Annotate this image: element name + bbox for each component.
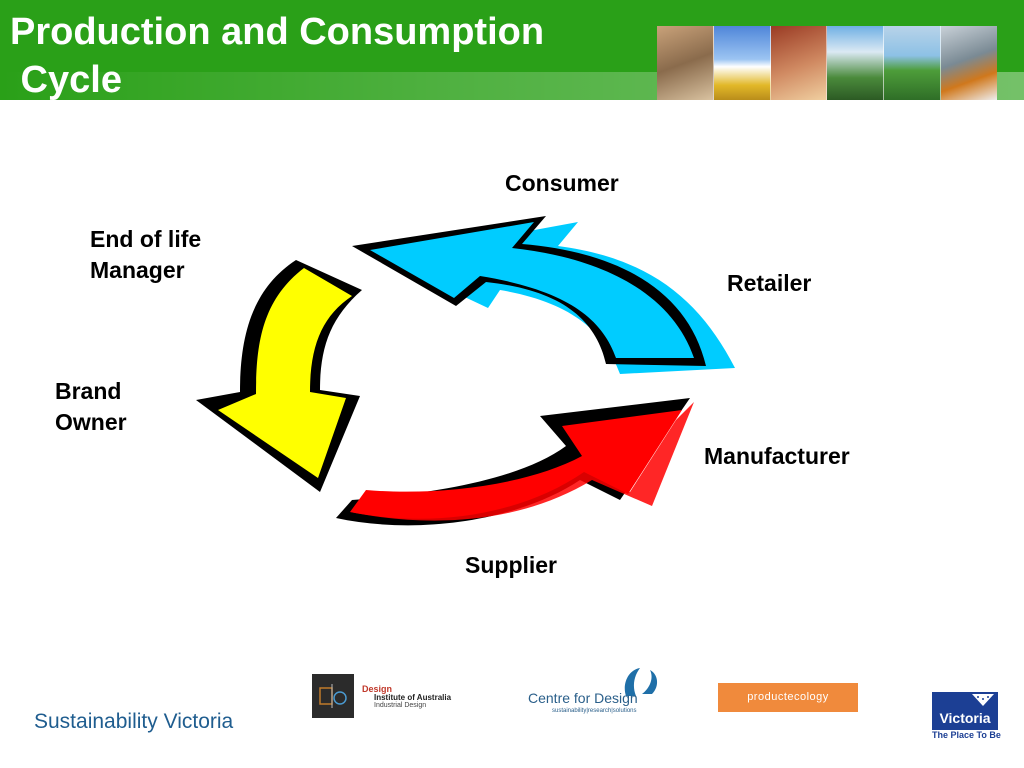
red-arrow: [336, 398, 694, 526]
photo-construction-workers: [941, 26, 997, 100]
slide-header: Production and Consumption Cycle: [0, 0, 1024, 100]
photo-sunflower-field: [713, 26, 771, 100]
centre-for-design-swirl-icon: [624, 668, 658, 696]
victoria-logo: Victoria The Place To Be: [932, 692, 1001, 742]
yellow-arrow: [196, 260, 362, 492]
sustainability-victoria-brand: Sustainability Victoria: [34, 710, 234, 733]
stage-label-consumer: Consumer: [505, 170, 619, 196]
design-institute-line3: Industrial Design: [374, 702, 427, 709]
stage-label-supplier: Supplier: [465, 552, 558, 578]
design-institute-mark-icon: [312, 674, 354, 718]
centre-for-design-title: Centre for Design: [528, 690, 638, 706]
cyan-arrow: [352, 216, 735, 374]
header-photo-strip: [657, 26, 997, 100]
design-institute-line2: Institute of Australia: [374, 693, 452, 702]
victoria-tagline: The Place To Be: [932, 730, 1001, 740]
slide-title: Production and Consumption Cycle: [10, 11, 545, 100]
photo-green-landscape: [827, 26, 885, 100]
product-ecology-logo: productecology: [718, 683, 858, 712]
photo-child-with-bowl: [657, 26, 714, 100]
product-ecology-text: productecology: [747, 691, 829, 703]
victoria-logo-box: Victoria: [932, 692, 998, 730]
design-institute-line1: Design: [362, 684, 393, 694]
centre-for-design-logo: Centre for Design sustainability|researc…: [528, 666, 663, 718]
centre-for-design-tagline: sustainability|research|solutions: [552, 708, 637, 714]
photo-family: [770, 26, 828, 100]
stage-label-manufacturer: Manufacturer: [704, 443, 850, 469]
design-institute-logo: Design Institute of Australia Industrial…: [312, 674, 457, 718]
victoria-triangle-icon: [972, 694, 994, 706]
victoria-name: Victoria: [939, 710, 991, 726]
photo-waterfall: [884, 26, 942, 100]
stage-label-end-of-life-manager: End of life Manager: [90, 226, 202, 283]
stage-label-retailer: Retailer: [727, 270, 812, 296]
stage-label-brand-owner: Brand Owner: [55, 378, 127, 435]
